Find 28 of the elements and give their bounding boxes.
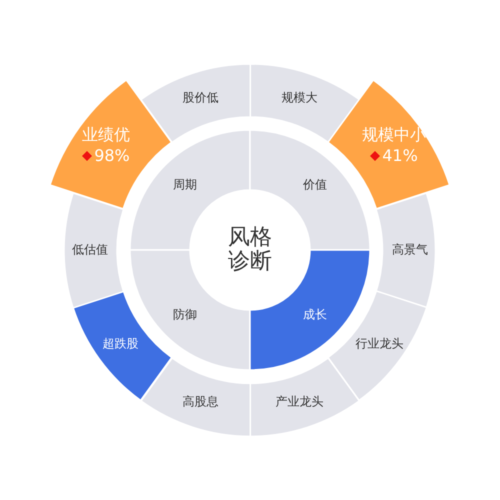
segment-label: 规模中小	[362, 125, 426, 146]
segment-label: 价值	[303, 176, 328, 194]
outer-ring-segment	[250, 358, 360, 436]
percent-value: 98%	[94, 146, 130, 166]
outer-ring-segment	[140, 64, 250, 142]
segment-label: 高景气	[392, 241, 428, 258]
segment-label: 超跌股	[102, 336, 139, 353]
segment-label: 规模大	[281, 89, 318, 106]
segment-label: 股价低	[182, 89, 219, 106]
segment-label: 低估值	[72, 241, 108, 258]
segment-label: 成长	[303, 306, 328, 324]
inner-ring-segment	[130, 130, 250, 250]
outer-ring-segment	[328, 80, 450, 209]
outer-ring-segment	[50, 80, 172, 209]
segment-label: 防御	[172, 306, 197, 324]
outer-ring-segment	[250, 64, 360, 142]
segment-label: 周期	[172, 176, 197, 194]
outer-ring-segment	[376, 192, 436, 308]
segment-label: 高股息	[182, 394, 219, 411]
outer-ring-segment	[328, 291, 427, 400]
segment-label: 产业龙头	[275, 394, 324, 411]
percent-value: 41%	[382, 146, 418, 166]
segment-label: 业绩优	[82, 125, 130, 146]
outer-ring-segment	[73, 291, 172, 400]
outer-ring-segment	[64, 192, 124, 308]
segment-label: 行业龙头	[355, 336, 404, 353]
center-title: 风格诊断	[227, 226, 273, 274]
outer-ring-segment	[140, 358, 250, 436]
